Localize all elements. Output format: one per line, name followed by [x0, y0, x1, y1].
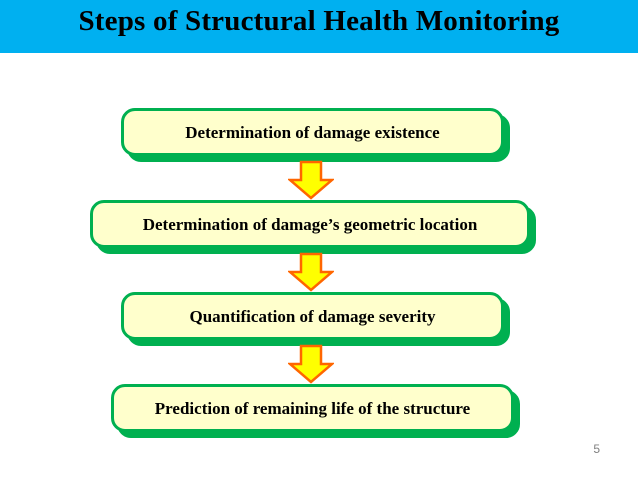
page-number: 5	[593, 442, 600, 456]
flow-box-2[interactable]: Determination of damage’s geometric loca…	[90, 200, 536, 254]
flow-box-1[interactable]: Determination of damage existence	[121, 108, 510, 162]
title-bar: Steps of Structural Health Monitoring	[0, 0, 638, 53]
down-arrow-3	[288, 344, 334, 384]
flow-box-3-label: Quantification of damage severity	[189, 306, 436, 326]
page-title: Steps of Structural Health Monitoring	[78, 5, 560, 37]
flow-box-2-label: Determination of damage’s geometric loca…	[142, 214, 478, 234]
down-arrow-1	[288, 160, 334, 200]
flow-box-1-label: Determination of damage existence	[185, 122, 440, 142]
flow-diagram: Determination of damage existence Determ…	[0, 53, 638, 478]
flow-box-2-body[interactable]: Determination of damage’s geometric loca…	[90, 200, 530, 248]
flow-box-3-body[interactable]: Quantification of damage severity	[121, 292, 504, 340]
flow-box-4-body[interactable]: Prediction of remaining life of the stru…	[111, 384, 514, 432]
down-arrow-2	[288, 252, 334, 292]
flow-box-3[interactable]: Quantification of damage severity	[121, 292, 510, 346]
flow-box-1-body[interactable]: Determination of damage existence	[121, 108, 504, 156]
flow-box-4[interactable]: Prediction of remaining life of the stru…	[111, 384, 520, 438]
flow-box-4-label: Prediction of remaining life of the stru…	[154, 398, 471, 418]
